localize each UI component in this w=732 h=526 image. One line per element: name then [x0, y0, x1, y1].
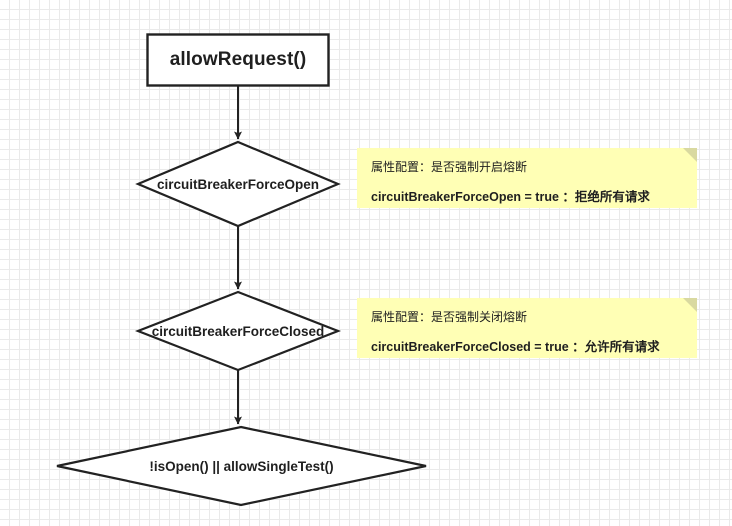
decision2-node-label: circuitBreakerForceClosed: [151, 323, 325, 339]
decision1-node-label: circuitBreakerForceOpen: [156, 176, 320, 192]
note1-line1: 属性配置：是否强制开启熔断: [371, 160, 528, 174]
start-node-label: allowRequest(): [169, 49, 307, 70]
note-fold-icon: [683, 298, 697, 312]
note-fold-icon: [683, 148, 697, 162]
note2-line2: circuitBreakerForceClosed = true ：允许所有请求: [371, 340, 660, 354]
note1-line2: circuitBreakerForceOpen = true ：拒绝所有请求: [371, 190, 650, 204]
note-circuit-breaker-force-open[interactable]: 属性配置：是否强制开启熔断 circuitBreakerForceOpen = …: [357, 148, 697, 208]
note2-line1: 属性配置：是否强制关闭熔断: [371, 310, 528, 324]
decision3-node-label: !isOpen() || allowSingleTest(): [149, 458, 334, 474]
note-circuit-breaker-force-closed[interactable]: 属性配置：是否强制关闭熔断 circuitBreakerForceClosed …: [357, 298, 697, 358]
